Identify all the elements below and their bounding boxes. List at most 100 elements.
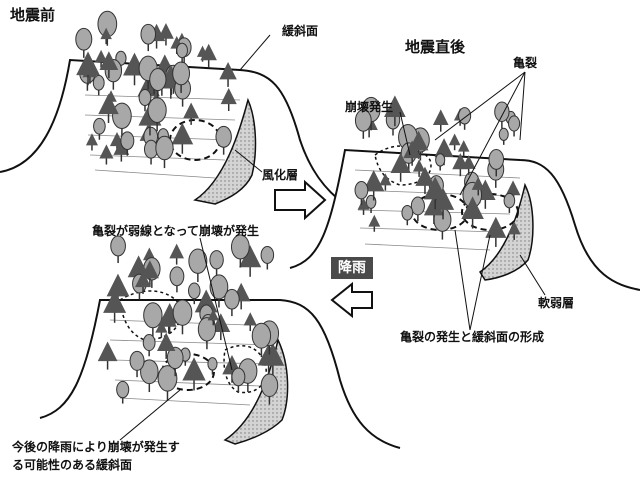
label-collapse: 崩壊発生: [345, 100, 394, 114]
broadleaf-tree: [116, 380, 130, 399]
conifer-tree: [171, 122, 194, 145]
conifer-tree: [461, 196, 484, 219]
conifer-tree: [485, 216, 507, 238]
broadleaf-tree: [138, 89, 152, 107]
conifer-tree: [182, 357, 206, 381]
label-future-collapse-2: る可能性のある緩斜面: [12, 458, 133, 472]
conifer-tree: [200, 43, 217, 61]
leader-weathered-layer: [234, 149, 263, 173]
conifer-tree: [448, 133, 461, 146]
broadleaf-tree: [140, 359, 159, 385]
conifer-tree: [99, 144, 114, 159]
label-weak-layer: 軟弱層: [538, 296, 575, 310]
conifer-tree: [207, 308, 219, 321]
conifer-tree: [220, 88, 237, 105]
broadleaf-tree: [149, 68, 167, 92]
label-gentle-slope: 緩斜面: [282, 24, 319, 38]
broadleaf-tree: [507, 115, 521, 132]
conifer-tree: [368, 214, 381, 227]
broadleaf-tree: [354, 181, 369, 200]
broadleaf-tree: [112, 102, 132, 130]
conifer-tree: [363, 170, 385, 192]
label-future-collapse-1: 今後の降雨により崩壊が発生す: [12, 440, 180, 454]
arrow-rain: [330, 281, 373, 319]
conifer-tree: [471, 176, 485, 190]
conifer-tree: [76, 51, 100, 76]
conifer-tree: [507, 221, 521, 235]
leader-crack-2: [459, 71, 526, 196]
conifer-tree: [85, 133, 98, 146]
broadleaf-tree: [143, 302, 163, 329]
broadleaf-tree: [75, 27, 93, 51]
conifer-tree: [243, 312, 257, 326]
label-rain: 降雨: [331, 257, 373, 279]
label-crack-weakline: 亀裂が弱線となって崩壊が発生: [92, 224, 260, 238]
crack-ellipse-2: [461, 193, 519, 231]
broadleaf-tree: [188, 282, 201, 300]
broadleaf-tree: [157, 365, 178, 392]
conifer-tree: [106, 273, 130, 297]
conifer-tree: [379, 173, 392, 186]
conifer-tree: [140, 260, 159, 279]
broadleaf-tree: [142, 334, 156, 352]
conifer-tree: [434, 138, 454, 158]
broadleaf-tree: [169, 266, 185, 287]
slope-lines-rain: [109, 319, 276, 406]
conifer-tree: [94, 49, 108, 63]
conifer-tree: [103, 289, 127, 313]
broadleaf-tree: [231, 367, 246, 387]
conifer-tree: [219, 61, 237, 80]
conifer-tree: [461, 155, 476, 169]
leader-formation-1: [454, 229, 471, 331]
broadleaf-tree: [503, 192, 516, 209]
label-before-earthquake: 地震前: [10, 6, 56, 24]
leader-collapse: [399, 111, 411, 156]
broadleaf-tree: [129, 350, 145, 371]
broadleaf-tree: [458, 107, 472, 125]
broadleaf-tree: [498, 127, 509, 142]
conifer-tree: [99, 51, 119, 71]
conifer-tree: [157, 332, 176, 351]
leader-crack-1: [434, 71, 526, 141]
broadleaf-tree: [251, 322, 272, 349]
broadleaf-tree: [197, 317, 217, 342]
broadleaf-tree: [435, 153, 446, 167]
conifer-tree: [390, 152, 411, 174]
broadleaf-tree: [354, 109, 372, 132]
conifer-tree: [135, 271, 152, 288]
conifer-tree: [415, 166, 435, 186]
conifer-tree: [100, 27, 112, 40]
conifer-tree: [98, 93, 119, 115]
conifer-tree: [97, 341, 118, 362]
weathered-layer-before: [193, 97, 257, 205]
leader-weakline: [199, 237, 233, 371]
broadleaf-tree: [401, 204, 414, 221]
arrow-before-to-after: [274, 179, 327, 221]
broadleaf-tree: [209, 250, 224, 270]
broadleaf-tree: [230, 234, 250, 260]
conifer-tree: [169, 243, 184, 259]
panel-after-rain: [39, 234, 401, 449]
label-crack-formation: 亀裂の発生と緩斜面の形成: [400, 330, 545, 344]
broadleaf-tree: [172, 61, 191, 86]
conifer-tree: [423, 176, 447, 200]
weak-layer-after: [478, 182, 534, 281]
broadleaf-tree: [120, 131, 135, 150]
broadleaf-tree: [260, 245, 275, 264]
broadleaf-tree: [166, 346, 184, 370]
broadleaf-tree: [140, 23, 157, 45]
broadleaf-tree: [494, 101, 510, 122]
conifer-tree: [457, 140, 470, 152]
conifer-tree: [239, 245, 262, 268]
leader-crack-3: [519, 71, 526, 141]
conifer-tree: [183, 102, 199, 119]
conifer-tree: [261, 343, 285, 366]
label-weathered-layer: 風化層: [262, 168, 299, 182]
broadleaf-tree: [176, 42, 188, 59]
conifer-tree: [432, 109, 449, 125]
conifer-tree: [160, 310, 177, 327]
broadleaf-tree: [93, 117, 106, 135]
collapse-scar-rain-1: [119, 290, 182, 341]
leader-gentle-slope-before: [239, 34, 271, 71]
conifer-tree: [505, 180, 521, 196]
